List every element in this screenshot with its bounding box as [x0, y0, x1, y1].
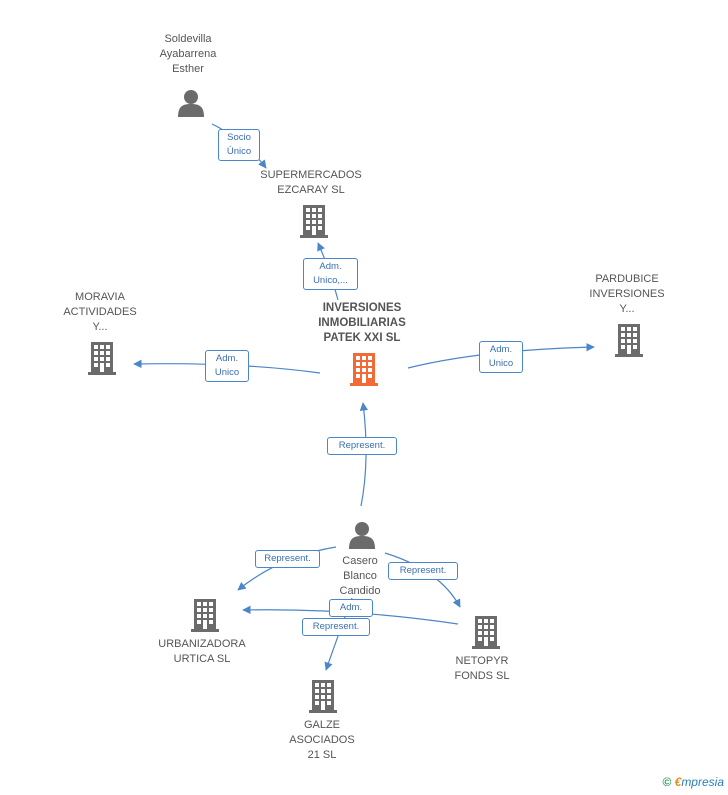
copyright-icon: ©: [662, 775, 672, 789]
node-label-moravia[interactable]: MORAVIA ACTIVIDADES Y...: [63, 291, 137, 333]
person-icon-casero: [349, 522, 375, 549]
person-icon-soldevilla: [178, 90, 204, 117]
node-label-supermercados[interactable]: SUPERMERCADOS EZCARAY SL: [260, 169, 362, 196]
building-icon-galze: [309, 680, 337, 713]
edge-label-adm-unico-supermercados: Adm. Unico,...: [303, 258, 358, 290]
brand-name: mpresia: [681, 775, 724, 789]
edge-casero-inversiones: [359, 402, 369, 507]
edge-label-adm-unico-moravia: Adm. Unico: [205, 350, 249, 382]
building-icon-urbanizadora: [191, 599, 219, 632]
edge-label-socio-unico: Socio Único: [218, 129, 260, 161]
building-icon-netopyr: [472, 616, 500, 649]
node-label-soldevilla[interactable]: Soldevilla Ayabarrena Esther: [159, 33, 217, 75]
node-label-pardubice[interactable]: PARDUBICE INVERSIONES Y...: [589, 273, 665, 315]
edge-label-represent-netopyr: Represent.: [388, 562, 458, 580]
brand-footer: © €mpresia: [662, 775, 724, 789]
edge-label-adm-galze: Adm.: [329, 599, 373, 617]
building-icon-moravia: [88, 342, 116, 375]
node-label-casero[interactable]: Casero Blanco Candido: [339, 555, 381, 597]
brand-logo-e: €: [674, 775, 682, 789]
building-icon-supermercados: [300, 205, 328, 238]
edge-label-represent-urbanizadora: Represent.: [255, 550, 320, 568]
edge-label-adm-unico-pardubice: Adm. Unico: [479, 341, 523, 373]
node-label-netopyr[interactable]: NETOPYR FONDS SL: [454, 655, 510, 682]
node-label-galze[interactable]: GALZE ASOCIADOS 21 SL: [289, 719, 355, 761]
node-label-urbanizadora[interactable]: URBANIZADORA URTICA SL: [158, 638, 246, 665]
edge-label-represent-galze: Represent.: [302, 618, 370, 636]
building-icon-inversiones: [350, 353, 378, 386]
edge-label-represent-inversiones: Represent.: [327, 437, 397, 455]
node-label-inversiones[interactable]: INVERSIONES INMOBILIARIAS PATEK XXI SL: [318, 302, 406, 344]
building-icon-pardubice: [615, 324, 643, 357]
